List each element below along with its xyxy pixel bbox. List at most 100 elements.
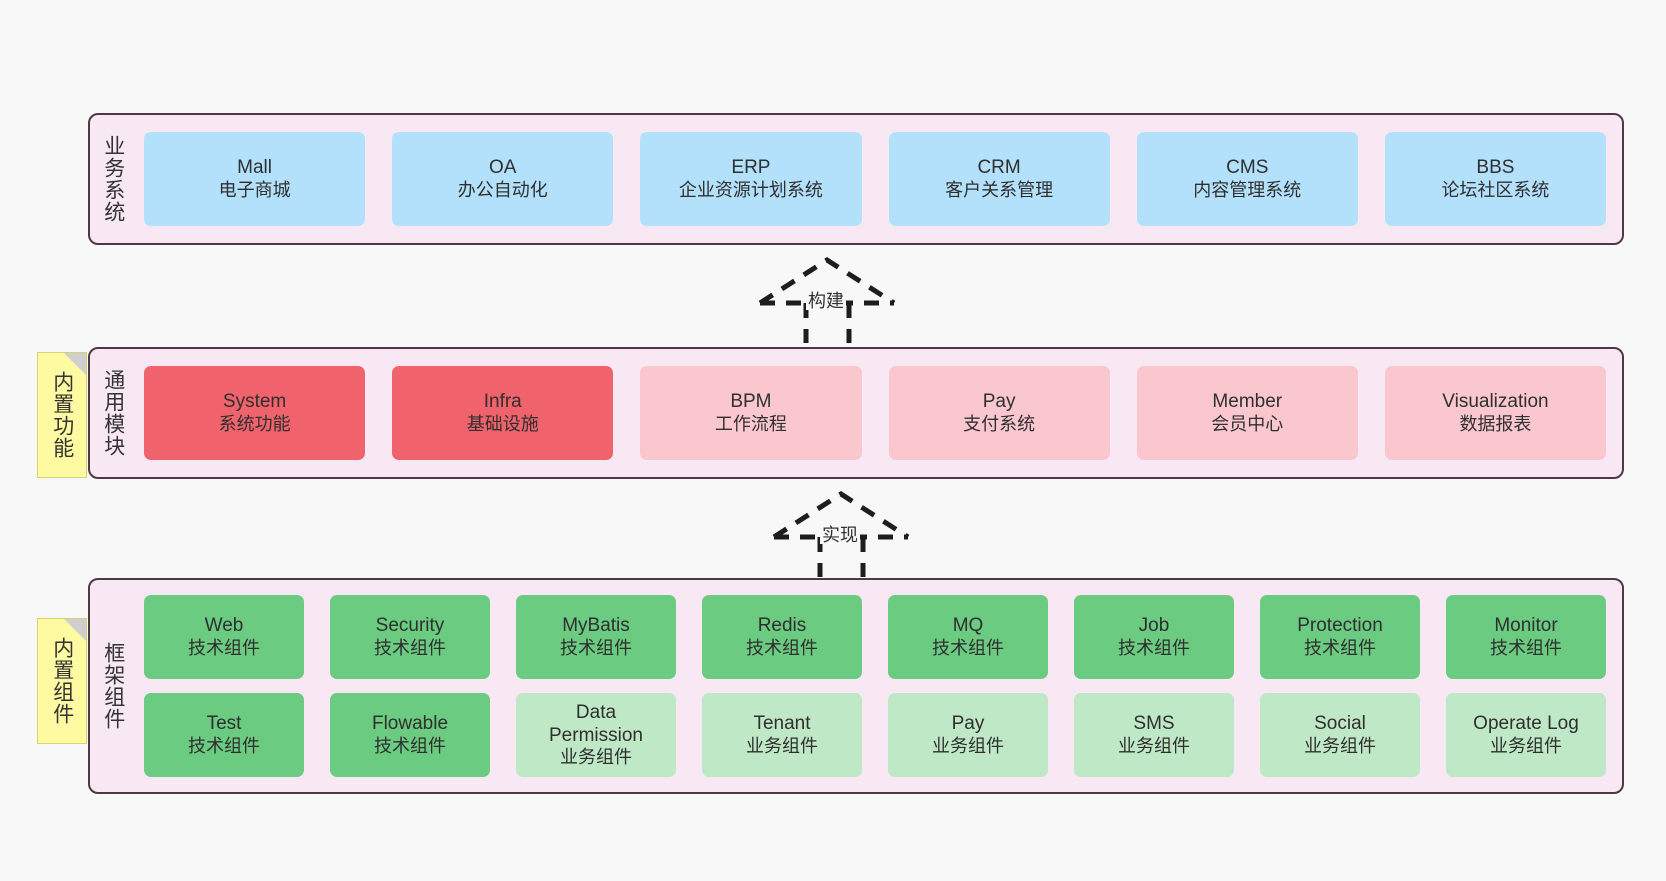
node-subtitle: 技术组件 <box>188 735 260 756</box>
node-subtitle: 工作流程 <box>714 413 787 434</box>
node-title: Operate Log <box>1473 713 1579 735</box>
layer-common-modules: 通用模块 System 系统功能 Infra 基础设施 BPM 工作流程 Pay… <box>88 347 1624 479</box>
node-subtitle: 客户关系管理 <box>945 179 1054 200</box>
node-title: CMS <box>1226 157 1269 179</box>
node-title: Security <box>375 615 445 637</box>
node-visualization[interactable]: Visualization 数据报表 <box>1384 366 1607 460</box>
node-subtitle: 论坛社区系统 <box>1441 179 1550 200</box>
node-title: Redis <box>757 615 807 637</box>
connector-label-build: 构建 <box>806 291 846 311</box>
node-sms[interactable]: SMS 业务组件 <box>1074 693 1234 777</box>
node-title: Visualization <box>1442 391 1549 413</box>
node-subtitle: 办公自动化 <box>457 179 548 200</box>
node-mall[interactable]: Mall 电子商城 <box>144 132 366 226</box>
layer-body-framework-components: Web 技术组件 Security 技术组件 MyBatis 技术组件 Redi… <box>136 580 1622 792</box>
note-text: 内置功能 <box>50 371 74 459</box>
node-subtitle: 业务组件 <box>560 747 632 768</box>
connector-implement: 实现 <box>772 491 912 577</box>
node-bpm[interactable]: BPM 工作流程 <box>640 366 862 460</box>
node-subtitle: 业务组件 <box>932 735 1004 756</box>
node-title: Social <box>1314 713 1366 735</box>
node-subtitle: 会员中心 <box>1211 413 1284 434</box>
node-subtitle: 技术组件 <box>188 637 260 658</box>
node-bbs[interactable]: BBS 论坛社区系统 <box>1384 132 1607 226</box>
node-protection[interactable]: Protection 技术组件 <box>1260 595 1420 679</box>
note-fold-corner-icon <box>64 619 86 641</box>
node-subtitle: 技术组件 <box>374 735 446 756</box>
note-text: 内置组件 <box>50 637 74 725</box>
node-pay-module[interactable]: Pay 支付系统 <box>888 366 1110 460</box>
layer-body-common-modules: System 系统功能 Infra 基础设施 BPM 工作流程 Pay 支付系统… <box>136 349 1622 477</box>
node-member[interactable]: Member 会员中心 <box>1136 366 1358 460</box>
node-subtitle: 企业资源计划系统 <box>678 179 823 200</box>
node-data-permission[interactable]: Data Permission 业务组件 <box>516 693 676 777</box>
node-mybatis[interactable]: MyBatis 技术组件 <box>516 595 676 679</box>
connector-build: 构建 <box>758 257 898 343</box>
node-title: Tenant <box>753 713 811 735</box>
node-row: Web 技术组件 Security 技术组件 MyBatis 技术组件 Redi… <box>144 595 1606 679</box>
note-builtin-components: 内置组件 <box>37 618 87 744</box>
node-social[interactable]: Social 业务组件 <box>1260 693 1420 777</box>
node-job[interactable]: Job 技术组件 <box>1074 595 1234 679</box>
node-row: System 系统功能 Infra 基础设施 BPM 工作流程 Pay 支付系统… <box>144 366 1607 460</box>
node-subtitle: 业务组件 <box>1490 735 1562 756</box>
node-title: Infra <box>483 391 522 413</box>
node-title: Member <box>1212 391 1283 413</box>
layer-title-common-modules: 通用模块 <box>101 369 125 457</box>
node-erp[interactable]: ERP 企业资源计划系统 <box>640 132 862 226</box>
node-web[interactable]: Web 技术组件 <box>144 595 304 679</box>
node-tenant[interactable]: Tenant 业务组件 <box>702 693 862 777</box>
node-title: Protection <box>1297 615 1383 637</box>
layer-business-systems: 业务系统 Mall 电子商城 OA 办公自动化 ERP 企业资源计划系统 CRM… <box>88 113 1624 245</box>
note-fold-corner-icon <box>64 353 86 375</box>
layer-body-business-systems: Mall 电子商城 OA 办公自动化 ERP 企业资源计划系统 CRM 客户关系… <box>136 115 1622 243</box>
node-mq[interactable]: MQ 技术组件 <box>888 595 1048 679</box>
node-operate-log[interactable]: Operate Log 业务组件 <box>1446 693 1606 777</box>
node-pay-component[interactable]: Pay 业务组件 <box>888 693 1048 777</box>
node-subtitle: 电子商城 <box>218 179 291 200</box>
node-title: CRM <box>977 157 1021 179</box>
node-crm[interactable]: CRM 客户关系管理 <box>888 132 1110 226</box>
node-subtitle: 技术组件 <box>1118 637 1190 658</box>
layer-framework-components: 框架组件 Web 技术组件 Security 技术组件 MyBatis 技术组件… <box>88 578 1624 794</box>
node-title: Pay <box>982 391 1016 413</box>
node-subtitle: 基础设施 <box>466 413 539 434</box>
node-title: System <box>222 391 287 413</box>
node-title: Monitor <box>1494 615 1558 637</box>
node-security[interactable]: Security 技术组件 <box>330 595 490 679</box>
layer-title-framework-components: 框架组件 <box>101 642 125 730</box>
node-redis[interactable]: Redis 技术组件 <box>702 595 862 679</box>
node-subtitle: 技术组件 <box>1490 637 1562 658</box>
node-title: ERP <box>731 157 771 179</box>
node-row: Mall 电子商城 OA 办公自动化 ERP 企业资源计划系统 CRM 客户关系… <box>144 132 1607 226</box>
node-subtitle: 支付系统 <box>963 413 1036 434</box>
node-subtitle: 技术组件 <box>374 637 446 658</box>
node-subtitle: 业务组件 <box>746 735 818 756</box>
note-builtin-functions: 内置功能 <box>37 352 87 478</box>
node-title: BBS <box>1476 157 1515 179</box>
node-subtitle: 内容管理系统 <box>1193 179 1302 200</box>
node-subtitle: 数据报表 <box>1459 413 1532 434</box>
node-title: SMS <box>1133 713 1175 735</box>
node-test[interactable]: Test 技术组件 <box>144 693 304 777</box>
node-infra[interactable]: Infra 基础设施 <box>392 366 614 460</box>
node-system[interactable]: System 系统功能 <box>144 366 366 460</box>
node-monitor[interactable]: Monitor 技术组件 <box>1446 595 1606 679</box>
node-oa[interactable]: OA 办公自动化 <box>392 132 614 226</box>
node-flowable[interactable]: Flowable 技术组件 <box>330 693 490 777</box>
node-title: Web <box>204 615 244 637</box>
node-subtitle: 技术组件 <box>1304 637 1376 658</box>
node-title: Test <box>206 713 242 735</box>
node-title: Pay <box>951 713 985 735</box>
node-subtitle: 技术组件 <box>560 637 632 658</box>
node-title: Mall <box>237 157 272 179</box>
node-title: MyBatis <box>562 615 630 637</box>
node-cms[interactable]: CMS 内容管理系统 <box>1136 132 1358 226</box>
node-title: MQ <box>952 615 984 637</box>
node-title: Job <box>1138 615 1170 637</box>
node-subtitle: 技术组件 <box>746 637 818 658</box>
node-row: Test 技术组件 Flowable 技术组件 Data Permission … <box>144 693 1606 777</box>
node-subtitle: 业务组件 <box>1304 735 1376 756</box>
node-title: BPM <box>730 391 772 413</box>
